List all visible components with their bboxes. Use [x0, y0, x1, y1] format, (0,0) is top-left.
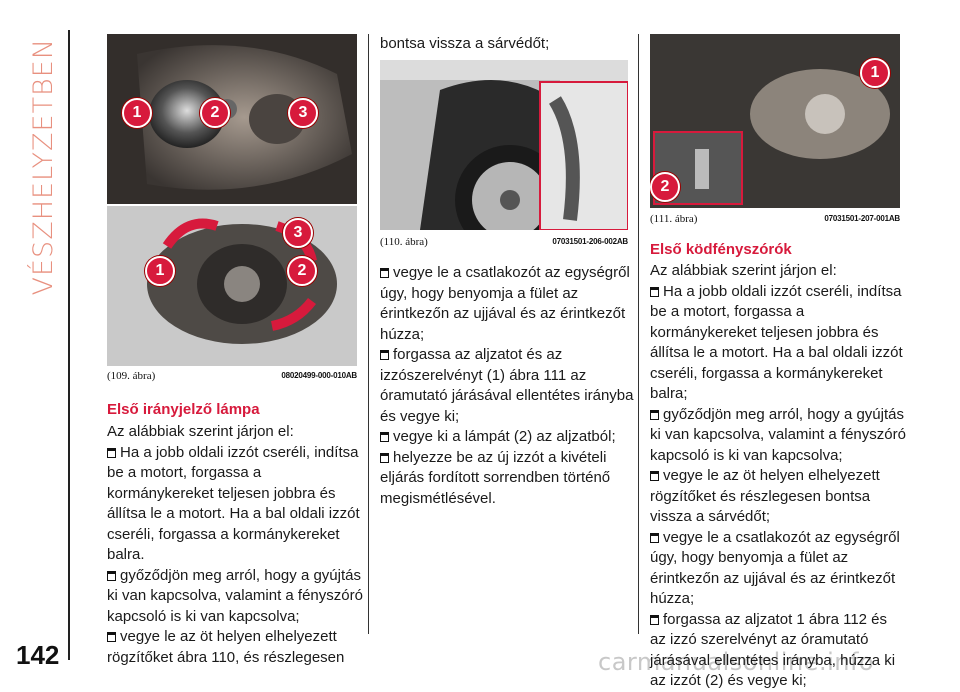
- bullet-icon: [650, 471, 659, 481]
- column-divider-1: [368, 34, 369, 634]
- bullet-icon: [107, 447, 116, 458]
- callout-1: 1: [860, 58, 890, 88]
- wheel-arch-photo: [380, 60, 628, 230]
- figure-110-photo: [380, 60, 628, 230]
- bullet-icon: [107, 570, 116, 581]
- list-item: helyezze be az új izzót a kivételi eljár…: [380, 448, 611, 507]
- bullet-icon: [650, 614, 659, 625]
- bullet-icon: [380, 432, 389, 442]
- col3-text: Az alábbiak szerint járjon el: Ha a jobb…: [650, 261, 906, 692]
- lamp-rear-photo: [107, 206, 357, 366]
- bullet-icon: [650, 286, 659, 297]
- bullet-icon: [650, 532, 659, 543]
- callout-2: 2: [287, 256, 317, 286]
- callout-1: 1: [145, 256, 175, 286]
- list-item: Ha a jobb oldali izzót cseréli, indítsa …: [650, 282, 903, 402]
- list-item: vegye le a csatlakozót az egységről úgy,…: [380, 264, 630, 343]
- column-divider-2: [638, 34, 639, 634]
- figure-code: 07031501-206-002AB: [552, 237, 628, 246]
- side-divider: [68, 30, 70, 660]
- bullet-icon: [650, 409, 659, 420]
- figure-label: (111. ábra): [650, 213, 698, 225]
- list-item: Ha a jobb oldali izzót cseréli, indítsa …: [107, 443, 360, 563]
- col2-text: vegye le a csatlakozót az egységről úgy,…: [380, 263, 634, 509]
- foglamp-photo: [650, 34, 900, 208]
- list-item: vegye le az öt helyen elhelyezett rögzít…: [107, 628, 345, 666]
- intro-text: Az alábbiak szerint járjon el:: [650, 262, 837, 279]
- list-item: győződjön meg arról, hogy a gyújtás ki v…: [107, 566, 363, 625]
- figure-code: 08020499-000-010AB: [281, 371, 357, 380]
- col2-continued: bontsa vissza a sárvédőt;: [380, 35, 550, 52]
- intro-text: Az alábbiak szerint járjon el:: [107, 423, 294, 440]
- section-side-tab: VÉSZHELYZETBEN: [0, 30, 80, 660]
- figure-109-caption: (109. ábra) 08020499-000-010AB: [107, 370, 357, 386]
- callout-3: 3: [283, 218, 313, 248]
- list-item: győződjön meg arról, hogy a gyújtás ki v…: [650, 405, 906, 464]
- list-item: vegye ki a lámpát (2) az aljzatból;: [380, 427, 634, 448]
- figure-label: (109. ábra): [107, 370, 156, 382]
- bullet-icon: [380, 452, 389, 463]
- callout-2: 2: [200, 98, 230, 128]
- callout-2: 2: [650, 172, 680, 202]
- page-number: 142: [16, 640, 60, 670]
- figure-111-caption: (111. ábra) 07031501-207-001AB: [650, 213, 900, 229]
- figure-110-caption: (110. ábra) 07031501-206-002AB: [380, 236, 628, 252]
- section-title: VÉSZHELYZETBEN: [28, 38, 59, 296]
- figure-109-top-photo: 1 2 3: [107, 34, 357, 204]
- list-item: forgassa az aljzatot és az izzószerelvén…: [380, 346, 634, 425]
- figure-label: (110. ábra): [380, 236, 428, 248]
- figure-109-bottom-photo: 1 2 3: [107, 206, 357, 366]
- bullet-icon: [380, 268, 389, 278]
- callout-1: 1: [122, 98, 152, 128]
- list-item: vegye le az öt helyen elhelyezett rögzít…: [650, 467, 880, 525]
- figure-111-photo: 1 2: [650, 34, 900, 208]
- figure-code: 07031501-207-001AB: [824, 214, 900, 223]
- col1-text: Az alábbiak szerint járjon el: Ha a jobb…: [107, 422, 363, 668]
- heading-front-indicator: Első irányjelző lámpa: [107, 401, 260, 418]
- list-item: vegye le a csatlakozót az egységről úgy,…: [650, 528, 900, 607]
- heading-front-foglamps: Első ködfényszórók: [650, 241, 792, 258]
- bullet-icon: [107, 632, 116, 642]
- list-item: forgassa az aljzatot 1 ábra 112 és az iz…: [650, 610, 896, 689]
- bullet-icon: [380, 350, 389, 360]
- watermark: carmanualsonline.info: [598, 648, 875, 676]
- callout-3: 3: [288, 98, 318, 128]
